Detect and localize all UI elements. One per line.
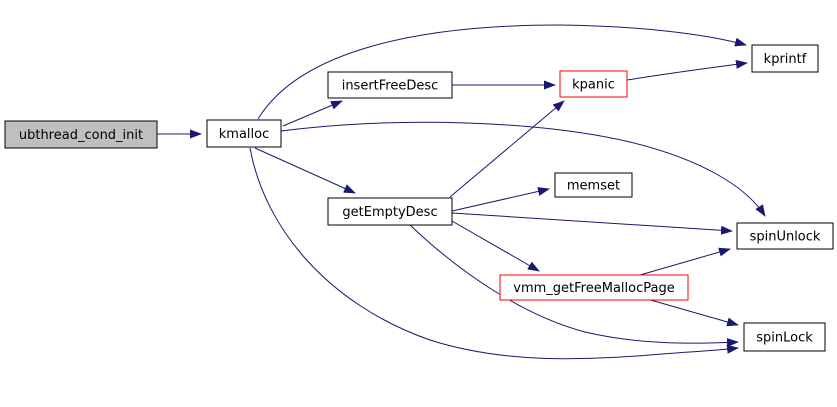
memset-box <box>554 172 633 198</box>
kpanic-box <box>559 70 628 98</box>
spinLock-box <box>743 322 826 352</box>
kmalloc-box <box>206 119 282 148</box>
edge-vmm_getFreeMallocPage-to-spinUnlock <box>639 247 731 276</box>
node-spinUnlock[interactable]: spinUnlock <box>736 222 834 250</box>
node-vmm_getFreeMallocPage[interactable]: vmm_getFreeMallocPage <box>499 274 689 301</box>
ubthread_cond_init-label: ubthread_cond_init <box>19 128 143 143</box>
edge-kmalloc-to-insertFreeDesc <box>282 100 343 127</box>
node-spinLock[interactable]: spinLock <box>743 322 826 352</box>
edge-kmalloc-to-getEmptyDesc <box>254 147 356 194</box>
node-ubthread_cond_init: ubthread_cond_init <box>4 120 158 149</box>
node-kmalloc[interactable]: kmalloc <box>206 119 282 148</box>
node-layer: ubthread_cond_init kmalloc insertFreeDesc k… <box>4 44 834 352</box>
getEmptyDesc-box <box>327 197 453 226</box>
edge-getEmptyDesc-to-memset <box>451 187 550 212</box>
edge-getEmptyDesc-to-kpanic <box>449 100 565 198</box>
node-getEmptyDesc[interactable]: getEmptyDesc <box>327 197 453 226</box>
vmm_getFreeMallocPage-box <box>499 274 689 301</box>
ubthread_cond_init-box <box>4 120 158 149</box>
kmalloc-label: kmalloc <box>219 127 269 142</box>
insertFreeDesc-label: insertFreeDesc <box>342 79 439 94</box>
edge-kmalloc-to-kprintf <box>257 24 747 120</box>
insertFreeDesc-box <box>327 71 453 99</box>
node-memset[interactable]: memset <box>554 172 633 198</box>
spinUnlock-box <box>736 222 834 250</box>
edge-vmm_getFreeMallocPage-to-spinLock <box>646 298 739 327</box>
vmm_getFreeMallocPage-label: vmm_getFreeMallocPage <box>513 281 674 296</box>
edge-getEmptyDesc-to-spinLock <box>409 224 739 348</box>
memset-label: memset <box>567 179 620 194</box>
edge-kpanic-to-kprintf <box>626 59 748 81</box>
getEmptyDesc-label: getEmptyDesc <box>342 205 437 220</box>
kpanic-label: kpanic <box>572 78 615 93</box>
spinLock-label: spinLock <box>756 331 813 346</box>
spinUnlock-label: spinUnlock <box>750 230 821 245</box>
edge-kmalloc-to-spinLock <box>249 147 739 360</box>
edge-layer <box>157 24 766 360</box>
edge-kmalloc-to-spinUnlock <box>280 121 766 217</box>
node-kprintf[interactable]: kprintf <box>751 44 819 73</box>
node-insertFreeDesc[interactable]: insertFreeDesc <box>327 71 453 99</box>
edge-getEmptyDesc-to-spinUnlock <box>451 212 733 235</box>
kprintf-label: kprintf <box>764 52 807 67</box>
kprintf-box <box>751 44 819 73</box>
edge-getEmptyDesc-to-vmm_getFreeMallocPage <box>451 220 540 272</box>
node-kpanic[interactable]: kpanic <box>559 70 628 98</box>
